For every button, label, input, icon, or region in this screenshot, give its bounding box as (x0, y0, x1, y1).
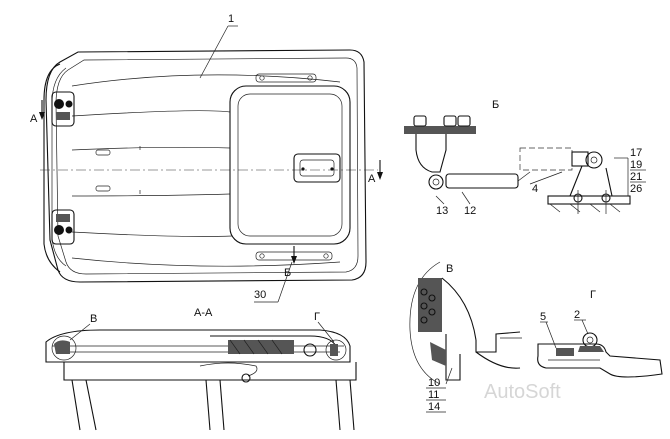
detail-b-callout-17: 17 (630, 147, 642, 159)
detail-b-callout-12: 12 (464, 205, 476, 217)
detail-g-callout-2: 2 (574, 309, 580, 321)
section-marker-v: В (90, 313, 97, 325)
watermark: AutoSoft (484, 381, 561, 403)
detail-b-callout-19: 19 (630, 159, 642, 171)
detail-g-view: Г 5 2 (537, 289, 663, 378)
detail-b-callout-21: 21 (630, 171, 642, 183)
detail-b-callout-13: 13 (436, 205, 448, 217)
callout-1: 1 (228, 13, 234, 25)
section-aa-title: А-А (194, 307, 213, 319)
detail-v-view: В 10 11 14 (409, 261, 522, 413)
detail-v-callout-14: 14 (428, 401, 440, 413)
section-a-label-left: А (30, 113, 38, 125)
detail-b-view: Б 4 12 13 17 19 (404, 99, 646, 217)
section-marker-g: Г (314, 311, 320, 323)
roof-plan-view: А А 1 Б 30 (30, 13, 383, 303)
detail-v-callout-11: 11 (428, 389, 439, 401)
section-aa-view: А-А В Г (45, 307, 357, 431)
marker-lamp-bottom (51, 209, 75, 245)
detail-v-title: В (446, 263, 453, 275)
detail-g-callout-5: 5 (540, 311, 546, 323)
marker-lamp-top (51, 91, 75, 127)
detail-v-callout-10: 10 (428, 377, 440, 389)
detail-g-title: Г (590, 289, 596, 301)
detail-b-title: Б (492, 99, 499, 111)
detail-b-callout-26: 26 (630, 183, 642, 195)
callout-30: 30 (254, 289, 266, 301)
section-a-label-right: А (368, 173, 376, 185)
view-b-marker: Б (284, 267, 291, 279)
detail-b-callout-4: 4 (532, 183, 538, 195)
